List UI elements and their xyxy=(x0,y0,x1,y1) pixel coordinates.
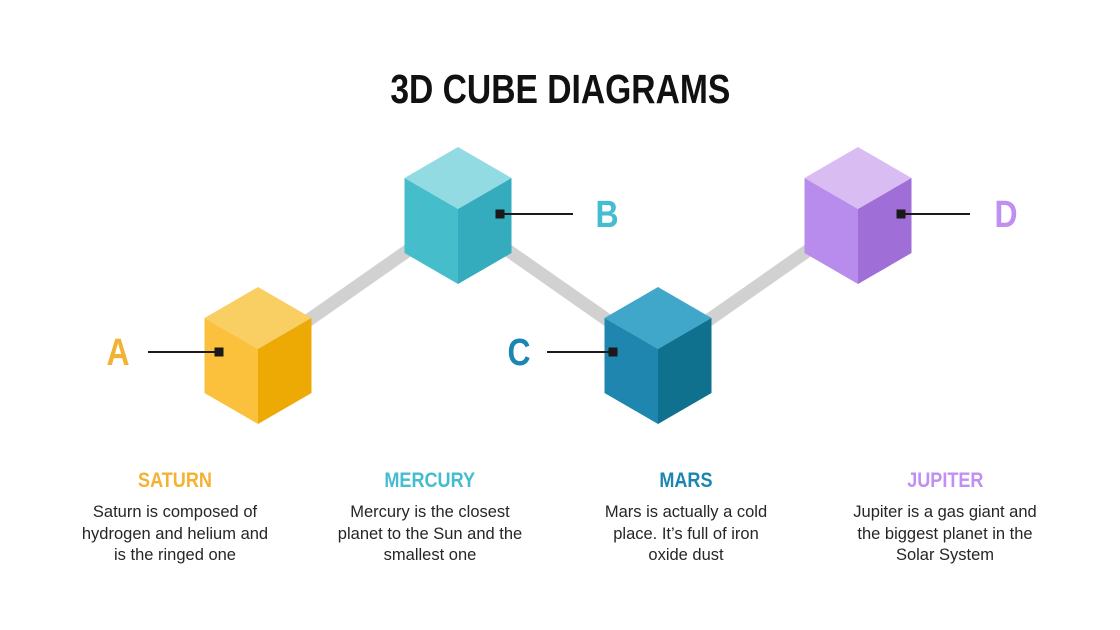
section-description: Mars is actually a cold place. It’s full… xyxy=(604,503,768,565)
section-title: MARS xyxy=(659,469,713,492)
pointer-dot-a xyxy=(214,347,224,357)
section-title: SATURN xyxy=(138,469,212,492)
section-mars: MARS Mars is actually a cold place. It’s… xyxy=(551,468,821,567)
cube-label-a: A xyxy=(106,332,130,374)
cube-jupiter-right-face xyxy=(858,178,912,284)
cube-saturn-right-face xyxy=(258,318,312,424)
cube-label-c: C xyxy=(507,332,531,374)
cube-mercury-left-face xyxy=(404,178,458,284)
cube-mars-right-face xyxy=(658,318,712,424)
section-title: JUPITER xyxy=(906,469,984,492)
cube-jupiter-left-face xyxy=(804,178,858,284)
cube-label-b: B xyxy=(595,194,619,236)
section-description: Saturn is composed of hydrogen and heliu… xyxy=(81,503,269,565)
section-saturn: SATURN Saturn is composed of hydrogen an… xyxy=(40,468,310,567)
cube-mercury-right-face xyxy=(458,178,512,284)
section-title: MERCURY xyxy=(384,469,476,492)
page-title: 3D CUBE DIAGRAMS xyxy=(390,66,730,113)
cube-saturn-left-face xyxy=(204,318,258,424)
section-description: Mercury is the closest planet to the Sun… xyxy=(337,503,523,565)
section-description: Jupiter is a gas giant and the biggest p… xyxy=(853,503,1037,565)
pointer-dot-d xyxy=(896,209,906,219)
pointer-dot-c xyxy=(608,347,618,357)
section-jupiter: JUPITER Jupiter is a gas giant and the b… xyxy=(810,468,1080,567)
cube-label-d: D xyxy=(994,194,1018,236)
section-mercury: MERCURY Mercury is the closest planet to… xyxy=(295,468,565,567)
pointer-dot-b xyxy=(495,209,505,219)
cube-mars-left-face xyxy=(604,318,658,424)
